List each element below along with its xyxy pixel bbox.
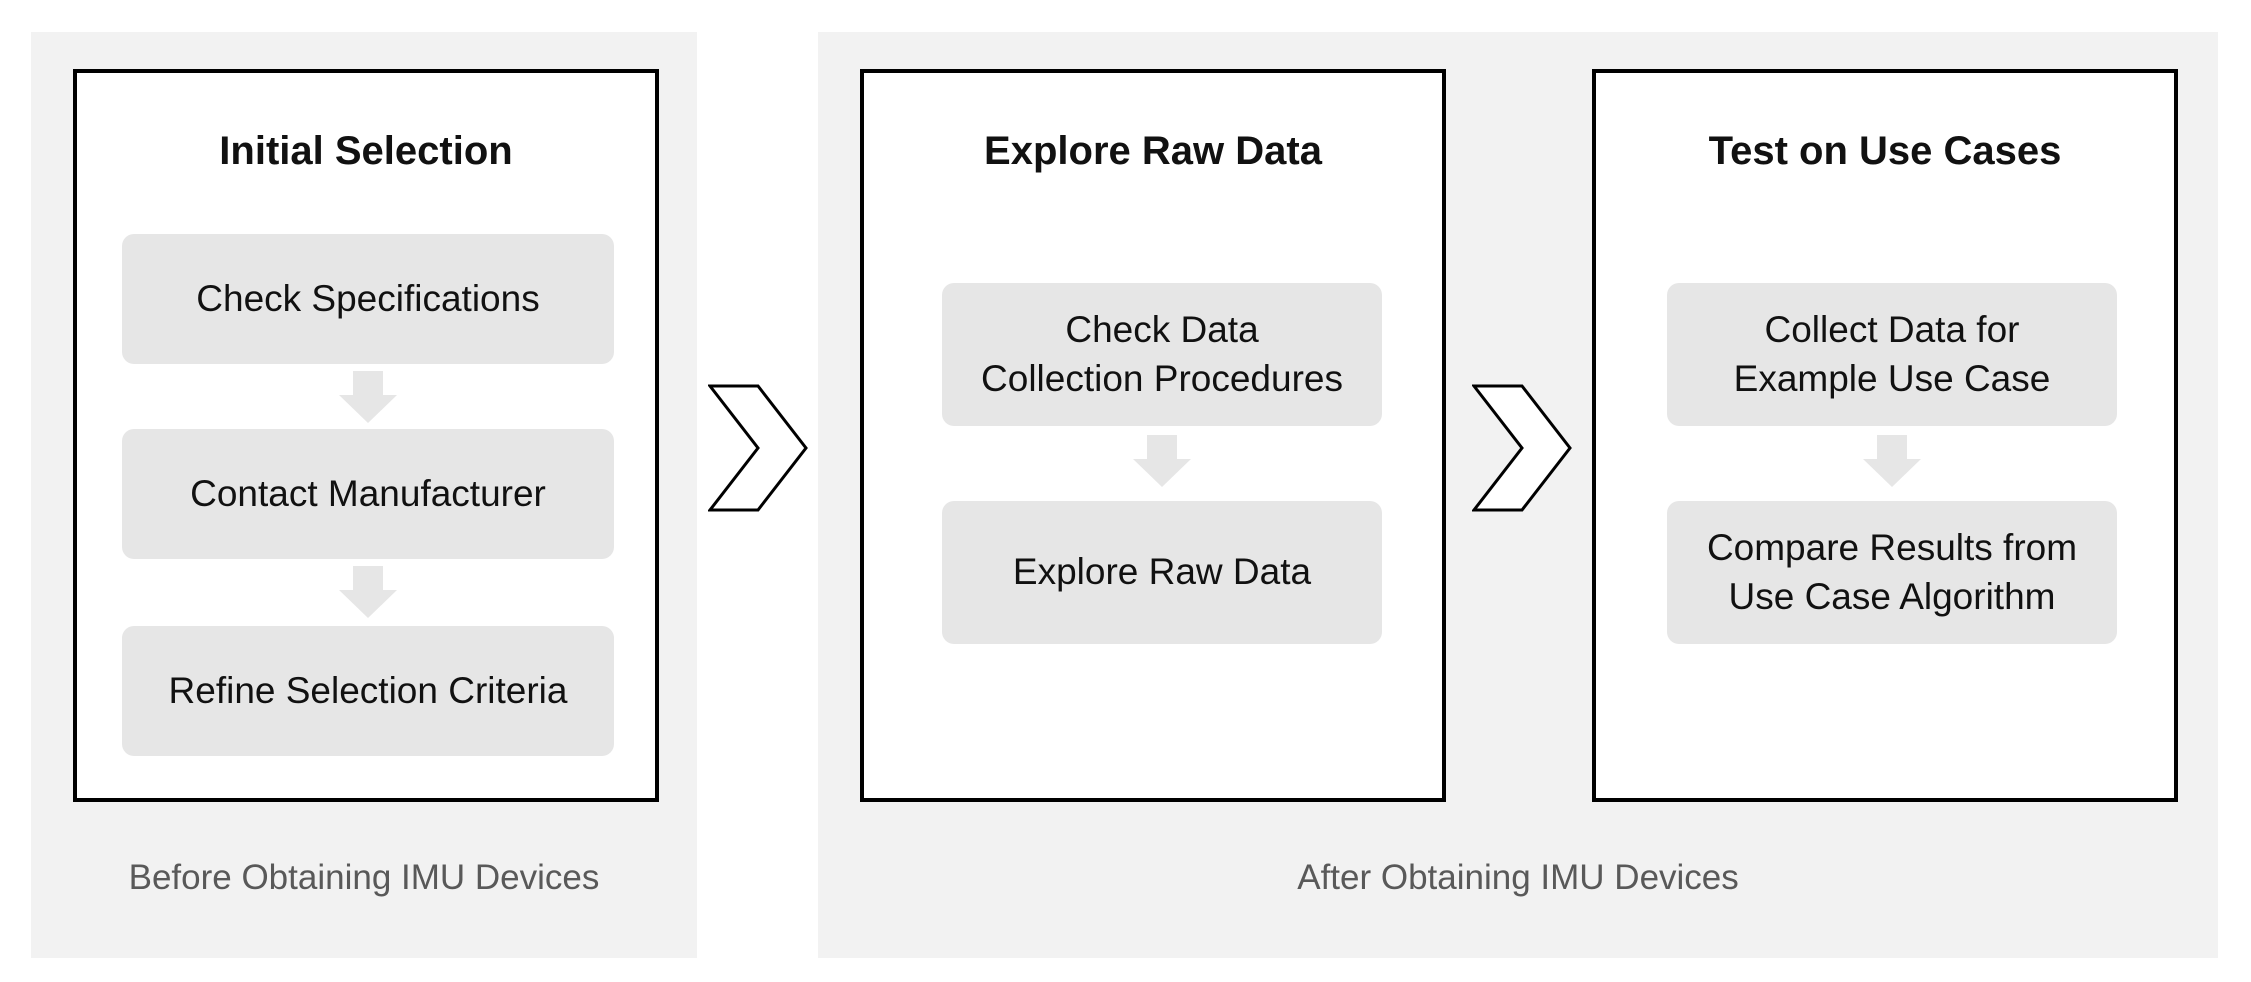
step-collect-data: Collect Data for Example Use Case <box>1667 283 2117 426</box>
step-refine-selection-criteria: Refine Selection Criteria <box>122 626 614 756</box>
arrow-down-icon <box>339 371 397 423</box>
stage-title: Initial Selection <box>219 129 513 173</box>
chevron-right-icon <box>1472 384 1572 512</box>
phase-caption: Before Obtaining IMU Devices <box>128 858 600 897</box>
step-compare-results: Compare Results from Use Case Algorithm <box>1667 501 2117 644</box>
stage-title: Test on Use Cases <box>1708 129 2062 173</box>
stage-explore-raw-data: Explore Raw Data Check Data Collection P… <box>860 69 1446 802</box>
arrow-down-icon <box>1863 435 1921 487</box>
step-check-specifications: Check Specifications <box>122 234 614 364</box>
arrow-down-icon <box>1133 435 1191 487</box>
stage-initial-selection: Initial Selection Check Specifications C… <box>73 69 659 802</box>
chevron-right-icon <box>708 384 808 512</box>
phase-caption: After Obtaining IMU Devices <box>1297 858 1739 897</box>
step-explore-raw-data: Explore Raw Data <box>942 501 1382 644</box>
stage-test-on-use-cases: Test on Use Cases Collect Data for Examp… <box>1592 69 2178 802</box>
stage-title: Explore Raw Data <box>984 129 1322 173</box>
step-check-data-collection: Check Data Collection Procedures <box>942 283 1382 426</box>
step-contact-manufacturer: Contact Manufacturer <box>122 429 614 559</box>
arrow-down-icon <box>339 566 397 618</box>
